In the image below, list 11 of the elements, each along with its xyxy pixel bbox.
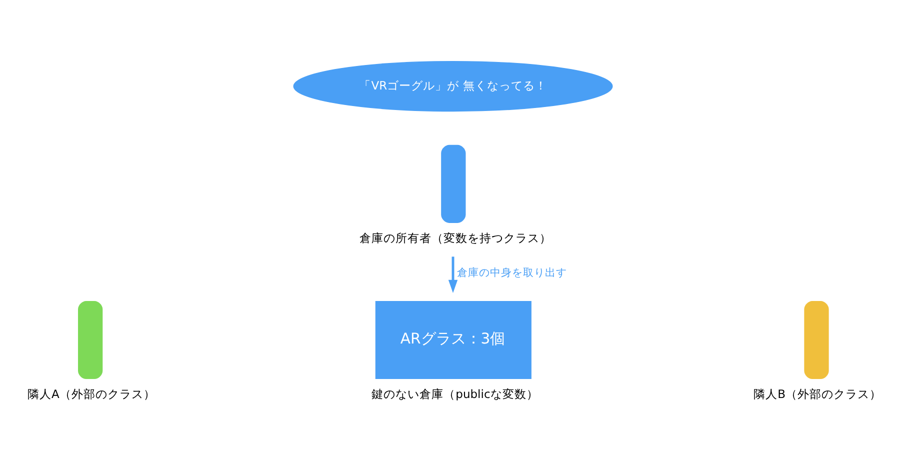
node-ellipse: 「VRゴーグル」が 無くなってる！	[293, 60, 613, 112]
arrow	[448, 256, 458, 292]
edge-label: 倉庫の中身を取り出す	[456, 265, 567, 278]
node-person	[441, 144, 466, 222]
node-label: 倉庫の所有者（変数を持つクラス）	[359, 230, 552, 245]
node-box: ARグラス：3個	[375, 300, 532, 379]
node-person	[78, 300, 103, 379]
node-person	[804, 300, 829, 379]
node-label: 隣人A（外部のクラス）	[27, 386, 156, 401]
node-label: 隣人B（外部のクラス）	[754, 386, 882, 401]
node-label: 鍵のない倉庫（publicな変数）	[372, 386, 538, 401]
